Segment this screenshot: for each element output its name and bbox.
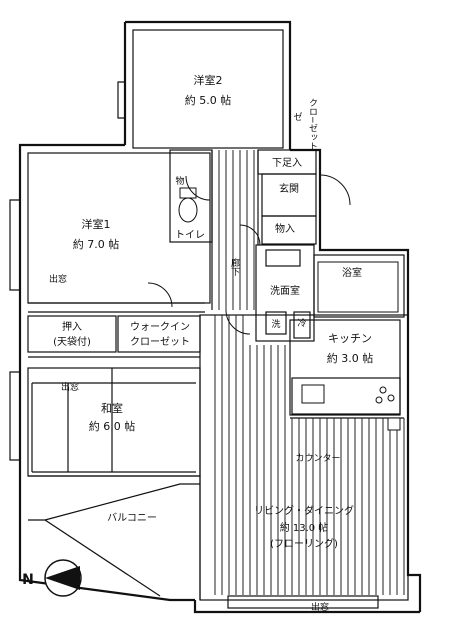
room-western1-area: 約 7.0 帖 — [73, 237, 120, 251]
label-window-3: 出窓 — [311, 601, 329, 613]
room-western1-name: 洋室1 — [82, 217, 111, 231]
label-window-2: 出窓 — [61, 381, 79, 393]
room-western2-name: 洋室2 — [194, 73, 223, 87]
label-oshiire: 押入 — [62, 320, 82, 333]
label-balcony: バルコニー — [107, 512, 157, 524]
label-toilet-top: 物 — [175, 175, 184, 187]
north-arrow — [44, 559, 82, 597]
label-bath: 浴室 — [342, 266, 362, 279]
label-washroom: 洗面室 — [270, 284, 300, 297]
label-walkin-1: ウォークイン — [130, 321, 190, 333]
label-toilet: トイレ — [175, 230, 205, 241]
label-closet-head: ゼ — [293, 111, 302, 123]
inner-walls — [9, 29, 409, 609]
label-north: N — [22, 572, 34, 588]
label-corridor: 廊下 — [229, 257, 240, 277]
label-window-1: 出窓 — [49, 273, 67, 285]
outer-walls — [18, 20, 422, 614]
fixtures — [147, 174, 401, 431]
label-lower-shoe: 下足入 — [272, 157, 302, 169]
room-kitchen-name: キッチン — [328, 332, 372, 345]
room-living-area: 約 13.0 帖 — [280, 521, 329, 534]
room-western2-area: 約 5.0 帖 — [185, 93, 232, 107]
room-living-note: (フローリング) — [270, 537, 338, 550]
room-living-name: リビング・ダイニング — [254, 504, 354, 517]
label-walkin-2: クローゼット — [130, 336, 190, 348]
room-japanese-name: 和室 — [101, 401, 123, 415]
label-washer: 洗 — [271, 318, 280, 330]
room-japanese-area: 約 6.0 帖 — [89, 419, 136, 433]
room-kitchen-area: 約 3.0 帖 — [327, 351, 374, 365]
label-counter: カウンター — [295, 453, 340, 464]
flooring-hatch — [214, 150, 405, 595]
label-entrance: 玄関 — [279, 182, 299, 195]
label-closet-vertical: クロ−ゼット — [307, 98, 318, 151]
label-storage-small: 物入 — [275, 222, 295, 235]
label-oshiire-sub: (天袋付) — [53, 335, 91, 348]
label-refrigerator: 冷 — [297, 317, 306, 329]
